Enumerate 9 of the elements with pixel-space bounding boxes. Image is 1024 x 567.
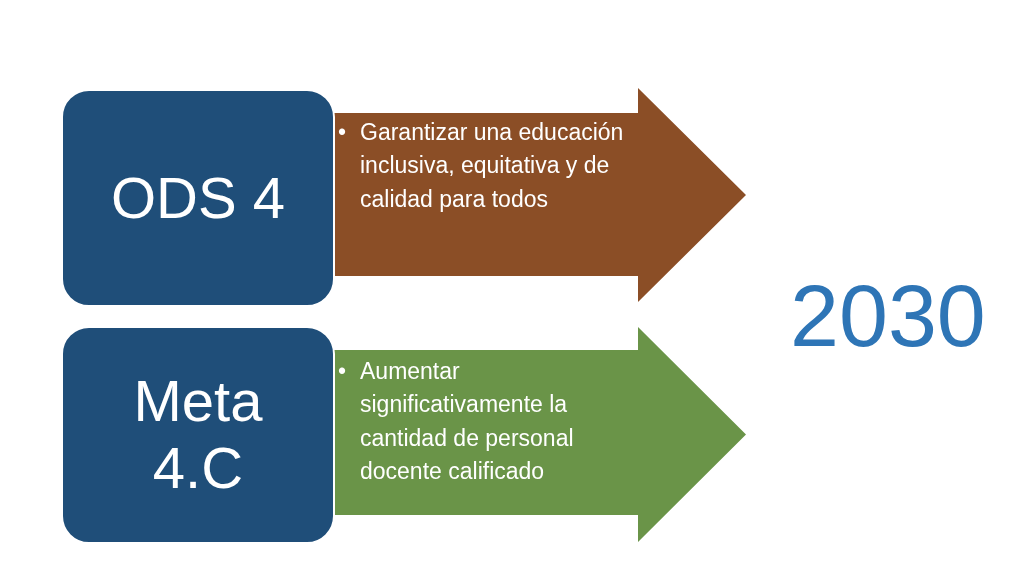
year-label: 2030 <box>790 265 986 367</box>
box-title: Meta 4.C <box>132 368 264 502</box>
bullet-marker: • <box>338 357 347 386</box>
process-box <box>61 326 335 544</box>
box-title: ODS 4 <box>110 164 286 232</box>
item-text: Aumentar significativamente la cantidad de personal docente calificado <box>360 357 575 487</box>
process-box <box>61 89 335 307</box>
item-text: Garantizar una educación inclusiva, equitativa y de calidad para todos <box>360 118 625 214</box>
bullet-marker: • <box>338 118 347 147</box>
